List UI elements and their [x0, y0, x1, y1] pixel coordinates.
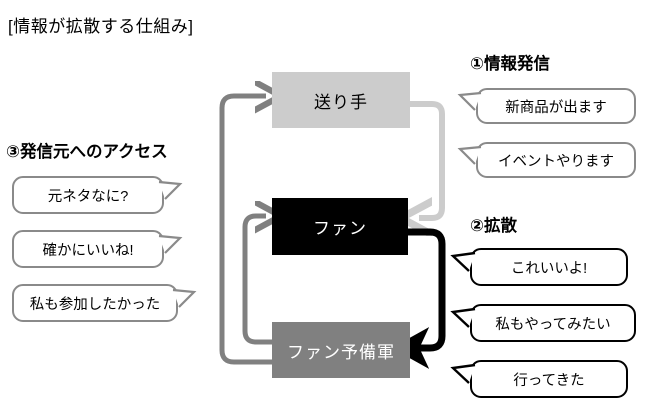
- bubble-access-2-text: 確かにいいね!: [42, 242, 134, 259]
- bubble-spread-3-text: 行ってきた: [513, 372, 585, 389]
- bubble-tail-icon: [172, 288, 197, 308]
- arrow-fan-to-prefan: [391, 228, 446, 369]
- bubble-broadcast-1-text: 新商品が出ます: [505, 99, 607, 116]
- bubble-tail-icon: [450, 251, 476, 272]
- arrow-prefan-to-fan: [242, 216, 272, 345]
- arrow-sender-to-fan: [410, 101, 445, 218]
- bubble-spread-3[interactable]: 行ってきた: [450, 360, 628, 398]
- arrow-prefan-to-sender: [219, 96, 272, 365]
- node-sender[interactable]: 送り手: [272, 72, 410, 128]
- bubble-tail-icon: [158, 234, 183, 254]
- section-label-spread: ②拡散: [470, 217, 517, 235]
- bubble-access-3[interactable]: 私も参加したかった: [12, 284, 197, 322]
- bubble-spread-2[interactable]: 私もやってみたい: [450, 304, 636, 342]
- bubble-access-2[interactable]: 確かにいいね!: [12, 230, 183, 268]
- page-title: [情報が拡散する仕組み]: [8, 17, 194, 36]
- bubble-access-3-text: 私も参加したかった: [29, 296, 161, 313]
- section-label-broadcast: ①情報発信: [470, 55, 550, 73]
- bubble-spread-2-text: 私もやってみたい: [495, 316, 611, 333]
- bubble-access-1-text: 元ネタなに?: [47, 188, 129, 205]
- bubble-tail-icon: [457, 145, 482, 165]
- bubble-access-1[interactable]: 元ネタなに?: [12, 176, 183, 214]
- node-prefan-label: ファン予備軍: [287, 342, 395, 362]
- bubble-spread-1-text: これいいよ!: [510, 260, 588, 277]
- bubble-broadcast-2-text: イベントやります: [498, 153, 614, 170]
- bubble-tail-icon: [450, 307, 476, 328]
- node-fan[interactable]: ファン: [272, 198, 408, 255]
- bubble-tail-icon: [158, 180, 183, 200]
- bubble-broadcast-1[interactable]: 新商品が出ます: [457, 88, 636, 124]
- node-fan-label: ファン: [313, 219, 367, 238]
- node-prefan[interactable]: ファン予備軍: [272, 322, 410, 378]
- node-sender-label: 送り手: [314, 92, 368, 112]
- section-label-access: ③発信元へのアクセス: [6, 143, 168, 161]
- bubble-spread-1[interactable]: これいいよ!: [450, 248, 628, 286]
- bubble-broadcast-2[interactable]: イベントやります: [457, 142, 636, 178]
- bubble-tail-icon: [450, 363, 476, 384]
- bubble-tail-icon: [457, 91, 482, 111]
